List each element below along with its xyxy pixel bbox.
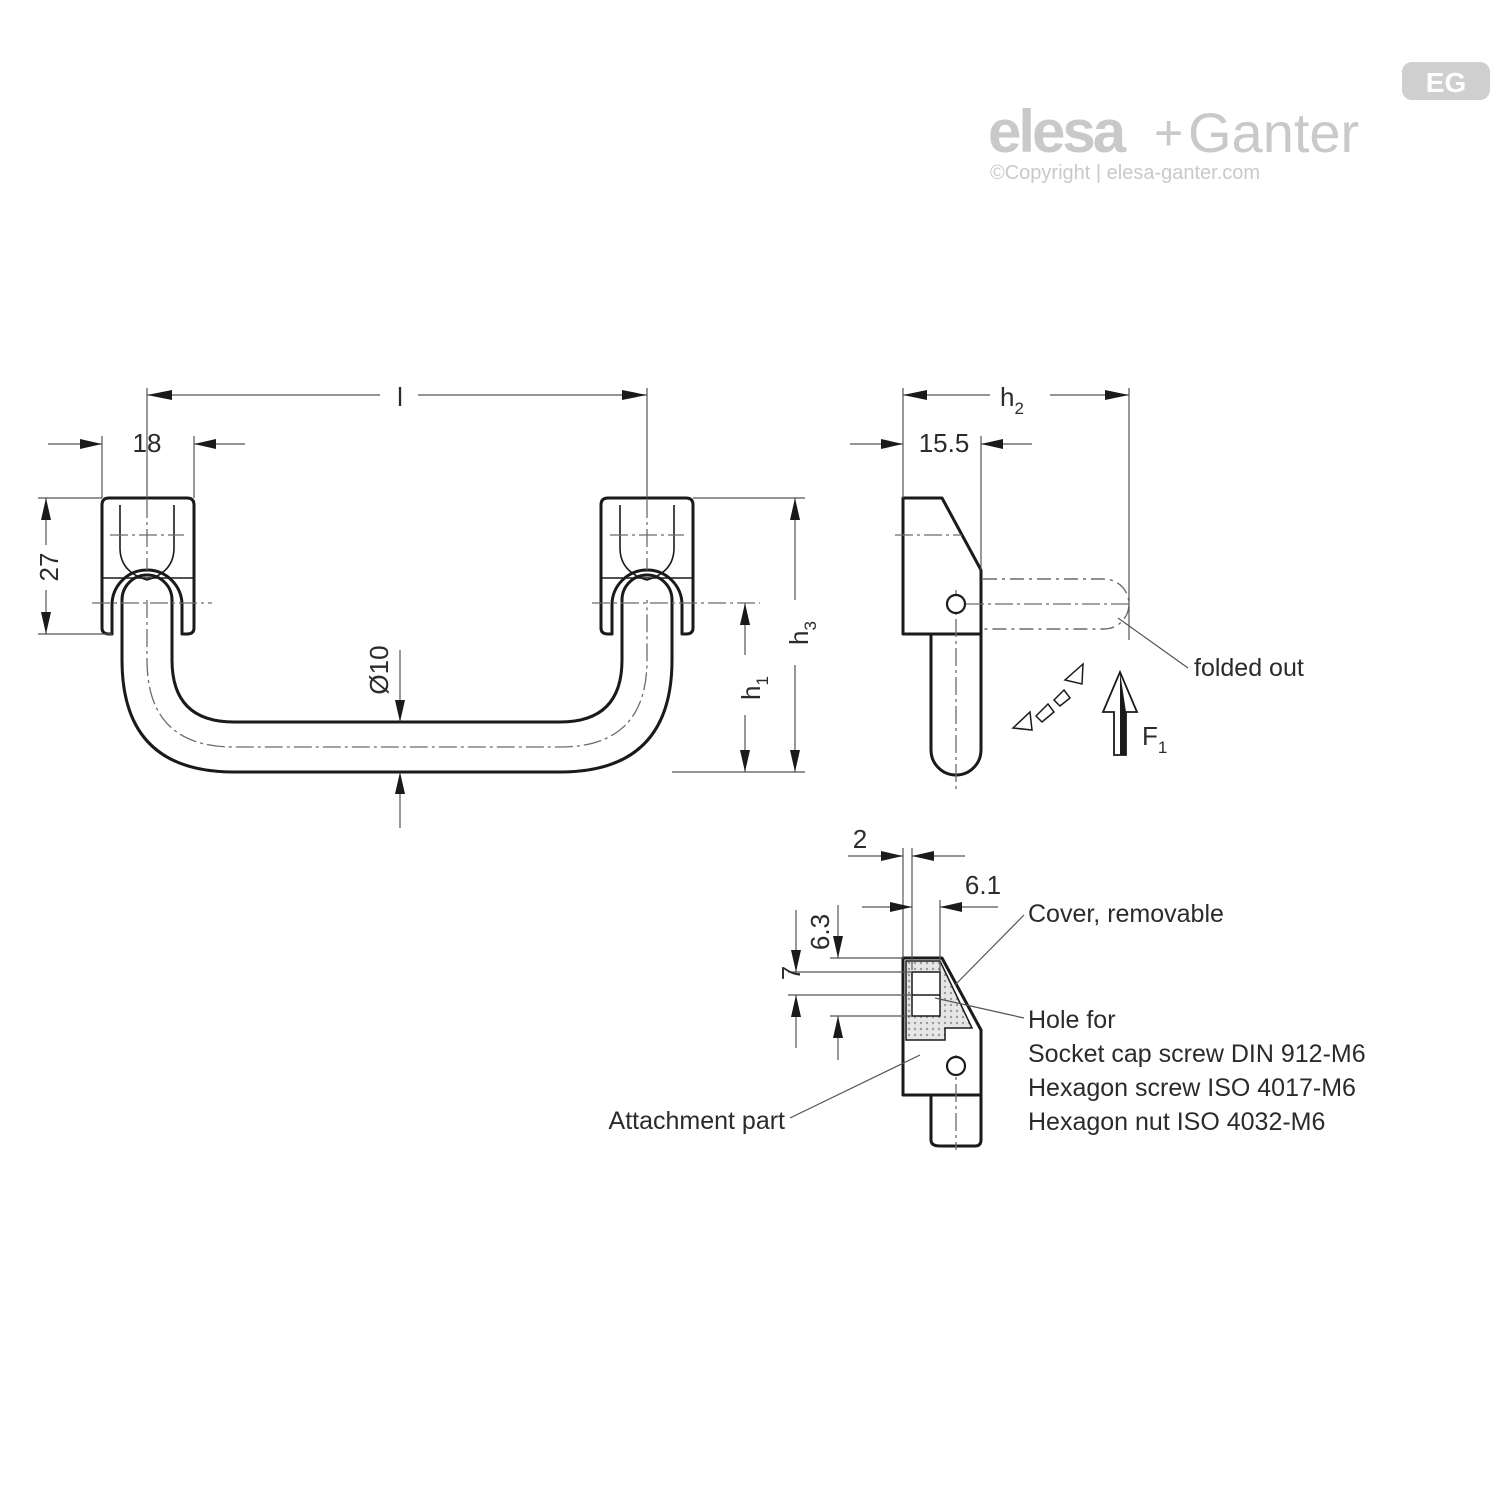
nut-hexagon-label: Hexagon nut ISO 4032-M6 — [1028, 1108, 1325, 1136]
pivot-pin — [945, 593, 967, 615]
front-view: l 18 27 Ø10 — [34, 382, 820, 828]
dim-7-label: 7 — [776, 966, 806, 980]
dimension-2: 2 — [848, 824, 965, 970]
dim-6-3-label: 6.3 — [805, 914, 835, 950]
attachment-part-label: Attachment part — [609, 1107, 786, 1135]
dimension-6-1: 6.1 — [862, 870, 1001, 972]
force-label: F1 — [1142, 721, 1167, 757]
eg-badge-icon — [1402, 62, 1490, 100]
side-view: h2 15.5 folded out F1 — [850, 382, 1304, 790]
copyright-text: ©Copyright | elesa-ganter.com — [990, 162, 1260, 184]
brand-name-plus: + — [1154, 105, 1183, 161]
diameter-label: Ø10 — [364, 645, 394, 694]
rotation-arrow-icon — [1011, 662, 1084, 731]
side-bracket — [901, 496, 983, 636]
dimension-h3: h3 — [693, 497, 820, 772]
handle-bar-outline — [120, 573, 674, 774]
dimension-width: 18 — [48, 428, 245, 498]
dimension-height: 27 — [34, 497, 112, 635]
dim-2-label: 2 — [853, 824, 867, 854]
h1-label: h1 — [736, 676, 772, 700]
folded-out-label: folded out — [1194, 654, 1304, 682]
force-arrow-icon: F1 — [1101, 669, 1167, 757]
right-bracket — [599, 496, 695, 636]
offset-label: 15.5 — [919, 428, 970, 458]
dim-6-1-label: 6.1 — [965, 870, 1001, 900]
screw-hole — [911, 971, 941, 1017]
brand-name-ganter: Ganter — [1188, 101, 1359, 164]
width-label: 18 — [133, 428, 162, 458]
dimension-6-3: 6.3 — [805, 905, 912, 1060]
cover-label: Cover, removable — [1028, 900, 1224, 928]
brand-name-elesa: elesa — [988, 98, 1127, 165]
h2-label: h2 — [1000, 382, 1024, 418]
height-label: 27 — [34, 553, 64, 582]
screw-hexagon-label: Hexagon screw ISO 4017-M6 — [1028, 1074, 1356, 1102]
handle-folded-out-phantom — [983, 578, 1130, 630]
brand-logo: EG elesa + Ganter ©Copyright | elesa-gan… — [988, 62, 1490, 184]
detail-view: 2 6.1 6.3 7 — [609, 824, 1366, 1150]
h3-label: h3 — [784, 621, 820, 645]
handle-centerline — [146, 600, 648, 748]
screw-socket-cap-label: Socket cap screw DIN 912-M6 — [1028, 1040, 1366, 1068]
dimension-h1: h1 — [672, 603, 805, 773]
eg-badge-text: EG — [1426, 67, 1466, 98]
dimension-h2: h2 — [902, 382, 1130, 640]
dimension-offset: 15.5 — [850, 428, 1032, 570]
dimension-diameter: Ø10 — [364, 645, 405, 828]
length-label: l — [397, 382, 403, 412]
dimension-7: 7 — [776, 910, 912, 1048]
hole-for-label: Hole for — [1028, 1006, 1116, 1034]
dimension-length: l — [146, 382, 648, 498]
